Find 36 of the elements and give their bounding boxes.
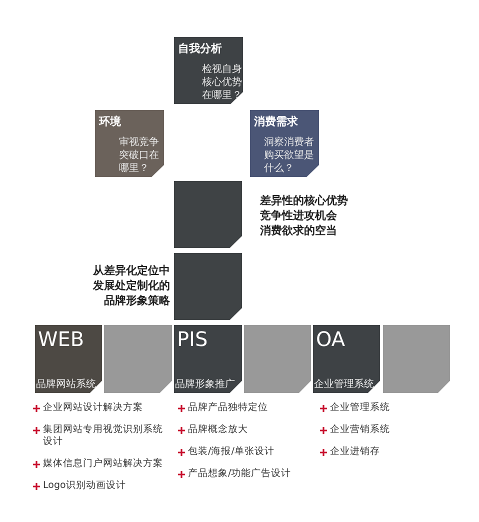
info-tile <box>313 325 380 393</box>
tile-subtitle: 品牌网站系统 <box>36 378 96 391</box>
tile-heading: 自我分析 <box>178 41 222 56</box>
list-item: 集团网站专用视觉识别系统设计 <box>33 424 168 448</box>
info-tile <box>250 110 319 177</box>
list-item: 企业进销存 <box>320 446 450 458</box>
tile-heading: 环境 <box>99 114 121 129</box>
list-item: 企业管理系统 <box>320 402 450 414</box>
list-item: 品牌产品独特定位 <box>178 402 313 414</box>
tile-text: 审视竞争突破口在哪里？ <box>119 136 160 175</box>
tile-heading: PIS <box>177 326 208 353</box>
list-item: 企业网站设计解决方案 <box>33 402 168 414</box>
blank-tile <box>383 325 450 393</box>
blank-tile <box>104 325 172 393</box>
tile-subtitle: 企业管理系统 <box>314 378 374 391</box>
tile-subtitle: 品牌形象推广 <box>175 378 235 391</box>
tile-text: 检视自身核心优势在哪里？ <box>202 63 242 102</box>
list-item: 品牌概念放大 <box>178 424 313 436</box>
info-tile <box>95 110 164 177</box>
info-tile <box>174 37 243 104</box>
tile-heading: 消费需求 <box>254 114 298 129</box>
tile-heading: OA <box>316 326 346 353</box>
side-note: 差异性的核心优势 竞争性进攻机会 消费欲求的空当 <box>260 193 349 238</box>
list-item: 产品想象/功能广告设计 <box>178 468 313 480</box>
tile-heading: WEB <box>38 326 84 353</box>
blank-tile <box>174 253 242 320</box>
info-tile <box>35 325 102 393</box>
list-item: 媒体信息门户网站解决方案 <box>33 458 168 470</box>
blank-tile <box>174 181 242 248</box>
tile-text: 洞察消费者购买欲望是什么？ <box>264 136 315 175</box>
list-item: 包装/海报/单张设计 <box>178 446 313 458</box>
side-note: 从差异化定位中发展处定制化的品牌形象策略 <box>92 263 170 308</box>
info-tile <box>174 325 242 393</box>
blank-tile <box>244 325 311 393</box>
list-item: 企业营销系统 <box>320 424 450 436</box>
list-item: Logo识别动画设计 <box>33 480 168 492</box>
